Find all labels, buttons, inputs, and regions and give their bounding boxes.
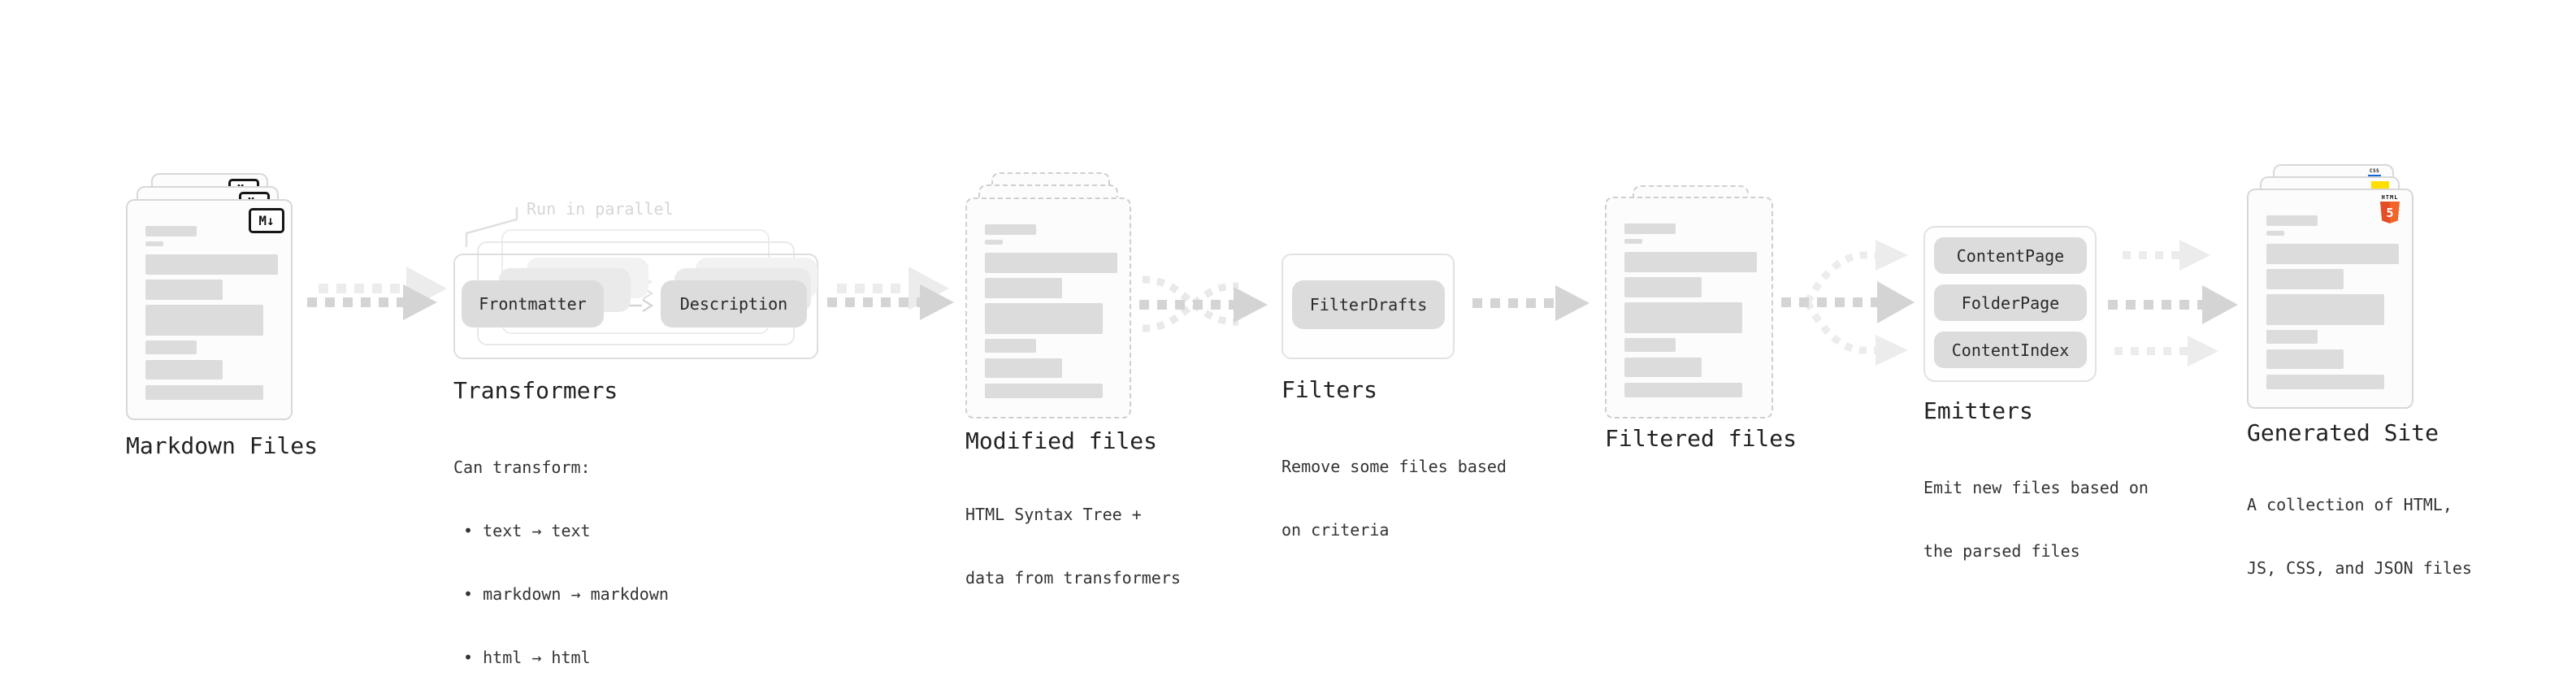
- subtitle-line: data from transformers: [965, 568, 1181, 588]
- markdown-files-label: Markdown Files: [126, 432, 319, 459]
- placeholder-bar: [985, 253, 1117, 273]
- subtitle-line: • markdown → markdown: [453, 584, 669, 604]
- placeholder-bar: [1624, 223, 1676, 234]
- modified-files-label: Modified files: [965, 427, 1158, 454]
- placeholder-bar: [2266, 244, 2399, 264]
- transformers-subtitle: Can transform: • text → text • markdown …: [453, 414, 669, 681]
- modified-files-subtitle: HTML Syntax Tree + data from transformer…: [965, 462, 1181, 631]
- markdown-file-card-front: M↓: [126, 199, 293, 420]
- file-content-placeholder: [967, 199, 1130, 417]
- emitters-subtitle: Emit new files based on the parsed files: [1923, 435, 2149, 604]
- description-pill: Description: [661, 280, 807, 327]
- html5-icon: HTML 5: [2379, 194, 2400, 223]
- placeholder-bar: [1624, 252, 1757, 272]
- subtitle-line: the parsed files: [1923, 541, 2080, 561]
- js-icon: [2371, 181, 2389, 189]
- subtitle-line: on criteria: [1281, 520, 1390, 540]
- placeholder-bar: [1624, 239, 1642, 244]
- filtered-files-label: Filtered files: [1605, 425, 1798, 452]
- html5-icon-word: HTML: [2381, 194, 2399, 201]
- transformers-title: Transformers: [453, 377, 618, 404]
- html5-icon-shield: 5: [2380, 202, 2400, 223]
- subtitle-line: JS, CSS, and JSON files: [2247, 558, 2472, 578]
- placeholder-bar: [985, 240, 1003, 245]
- placeholder-bar: [985, 224, 1036, 235]
- run-in-parallel-leader-line: [465, 206, 518, 248]
- placeholder-bar: [145, 360, 223, 380]
- placeholder-bar: [145, 280, 223, 300]
- placeholder-bar: [145, 305, 263, 336]
- transformer-box-front: [453, 254, 818, 359]
- subtitle-line: Remove some files based: [1281, 457, 1507, 476]
- arrow-modified-to-filters: [1139, 275, 1268, 332]
- placeholder-bar: [2266, 375, 2384, 389]
- filtered-file-card-front: [1605, 197, 1773, 419]
- placeholder-bar: [985, 339, 1036, 353]
- subtitle-line: Can transform:: [453, 458, 591, 477]
- placeholder-bar: [145, 226, 197, 236]
- arrow-filters-to-filtered: [1472, 285, 1589, 321]
- contentpage-pill: ContentPage: [1934, 237, 2087, 274]
- contentindex-pill: ContentIndex: [1934, 332, 2087, 368]
- arrow-transformers-to-modified: [827, 267, 954, 320]
- placeholder-bar: [145, 254, 278, 275]
- modified-file-card-front: [965, 197, 1131, 419]
- arrow-markdown-to-transformers: [307, 267, 447, 320]
- placeholder-bar: [1624, 277, 1702, 297]
- frontmatter-pill: Frontmatter: [462, 280, 604, 327]
- generated-site-label: Generated Site: [2247, 419, 2439, 446]
- file-content-placeholder: [128, 201, 291, 419]
- arrow-filtered-to-emitters: [1781, 240, 1915, 366]
- placeholder-bar: [1624, 358, 1702, 377]
- placeholder-bar: [985, 278, 1062, 298]
- file-content-placeholder: [2249, 190, 2412, 407]
- placeholder-bar: [2266, 294, 2384, 325]
- subtitle-line: A collection of HTML,: [2247, 495, 2452, 514]
- subtitle-line: Emit new files based on: [1923, 478, 2149, 497]
- run-in-parallel-annotation: Run in parallel: [527, 199, 674, 219]
- file-content-placeholder: [1607, 198, 1772, 417]
- placeholder-bar: [145, 241, 163, 246]
- placeholder-bar: [1624, 383, 1742, 397]
- placeholder-bar: [985, 303, 1103, 334]
- placeholder-bar: [145, 385, 263, 400]
- css-icon-word: CSS: [2369, 168, 2380, 174]
- placeholder-bar: [2266, 269, 2344, 289]
- filters-title: Filters: [1281, 376, 1378, 403]
- placeholder-bar: [985, 384, 1103, 398]
- placeholder-bar: [2266, 349, 2344, 369]
- placeholder-bar: [985, 358, 1062, 378]
- placeholder-bar: [2266, 231, 2284, 236]
- placeholder-bar: [2266, 330, 2318, 344]
- placeholder-bar: [2266, 215, 2318, 226]
- filters-subtitle: Remove some files based on criteria: [1281, 414, 1507, 583]
- subtitle-line: • text → text: [453, 521, 591, 540]
- emitters-title: Emitters: [1923, 397, 2033, 424]
- filterdrafts-pill: FilterDrafts: [1292, 280, 1445, 329]
- generated-site-subtitle: A collection of HTML, JS, CSS, and JSON …: [2247, 452, 2472, 621]
- subtitle-line: • html → html: [453, 648, 591, 667]
- generated-file-card-html: HTML 5: [2247, 189, 2413, 409]
- placeholder-bar: [145, 340, 197, 354]
- placeholder-bar: [1624, 302, 1742, 333]
- arrow-emitters-to-generated: [2108, 240, 2238, 367]
- placeholder-bar: [1624, 338, 1676, 352]
- subtitle-line: HTML Syntax Tree +: [965, 505, 1142, 524]
- markdown-icon: M↓: [249, 208, 284, 233]
- folderpage-pill: FolderPage: [1934, 284, 2087, 321]
